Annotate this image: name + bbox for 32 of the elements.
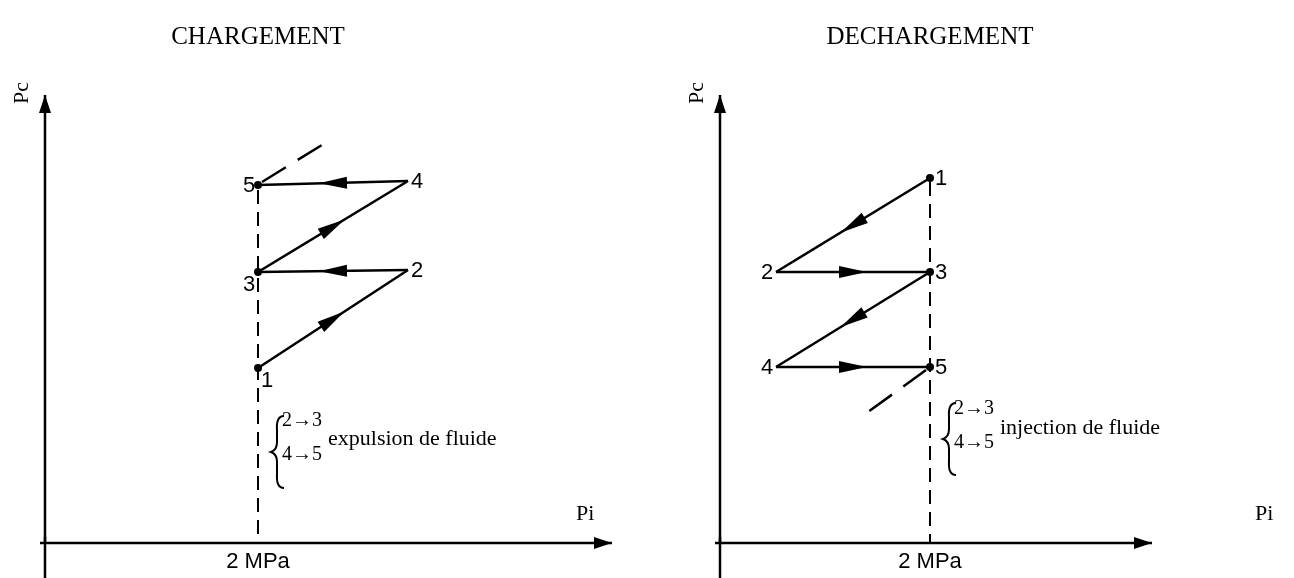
point-number: 4 [408,169,426,193]
path-arrow [775,270,931,369]
axis-label: Pc [8,82,34,104]
path-step: 4→5 [282,442,322,465]
path-arrow [257,179,409,274]
path-arrow [257,268,409,370]
axis-label: Pc [683,82,709,104]
point-number: 3 [932,260,950,284]
point-number: 3 [240,272,258,296]
path-step: 2→3 [954,396,994,419]
tick-label: 2 MPa [226,548,290,574]
point-number: 2 [408,258,426,282]
path-arrow [776,266,930,278]
path-arrow [776,361,930,373]
panel-title: DECHARGEMENT [826,22,1034,50]
path-step: 4→5 [954,430,994,453]
tick-label: 2 MPa [898,548,962,574]
panel-title: CHARGEMENT [171,22,345,50]
point-number: 2 [758,260,776,284]
path-arrow [775,176,931,274]
point-number: 5 [932,355,950,379]
annotation-text: injection de fluide [1000,414,1161,440]
annotation-text: expulsion de fluide [328,425,497,451]
point-number: 1 [932,166,950,190]
axis-label: Pi [1255,500,1274,526]
path-arrow [258,264,408,277]
axis-label: Pi [576,500,595,526]
point-number: 1 [258,368,276,392]
point-number: 4 [758,355,776,379]
path-arrow [257,176,409,189]
point-number: 5 [240,173,258,197]
path-step: 2→3 [282,408,322,431]
